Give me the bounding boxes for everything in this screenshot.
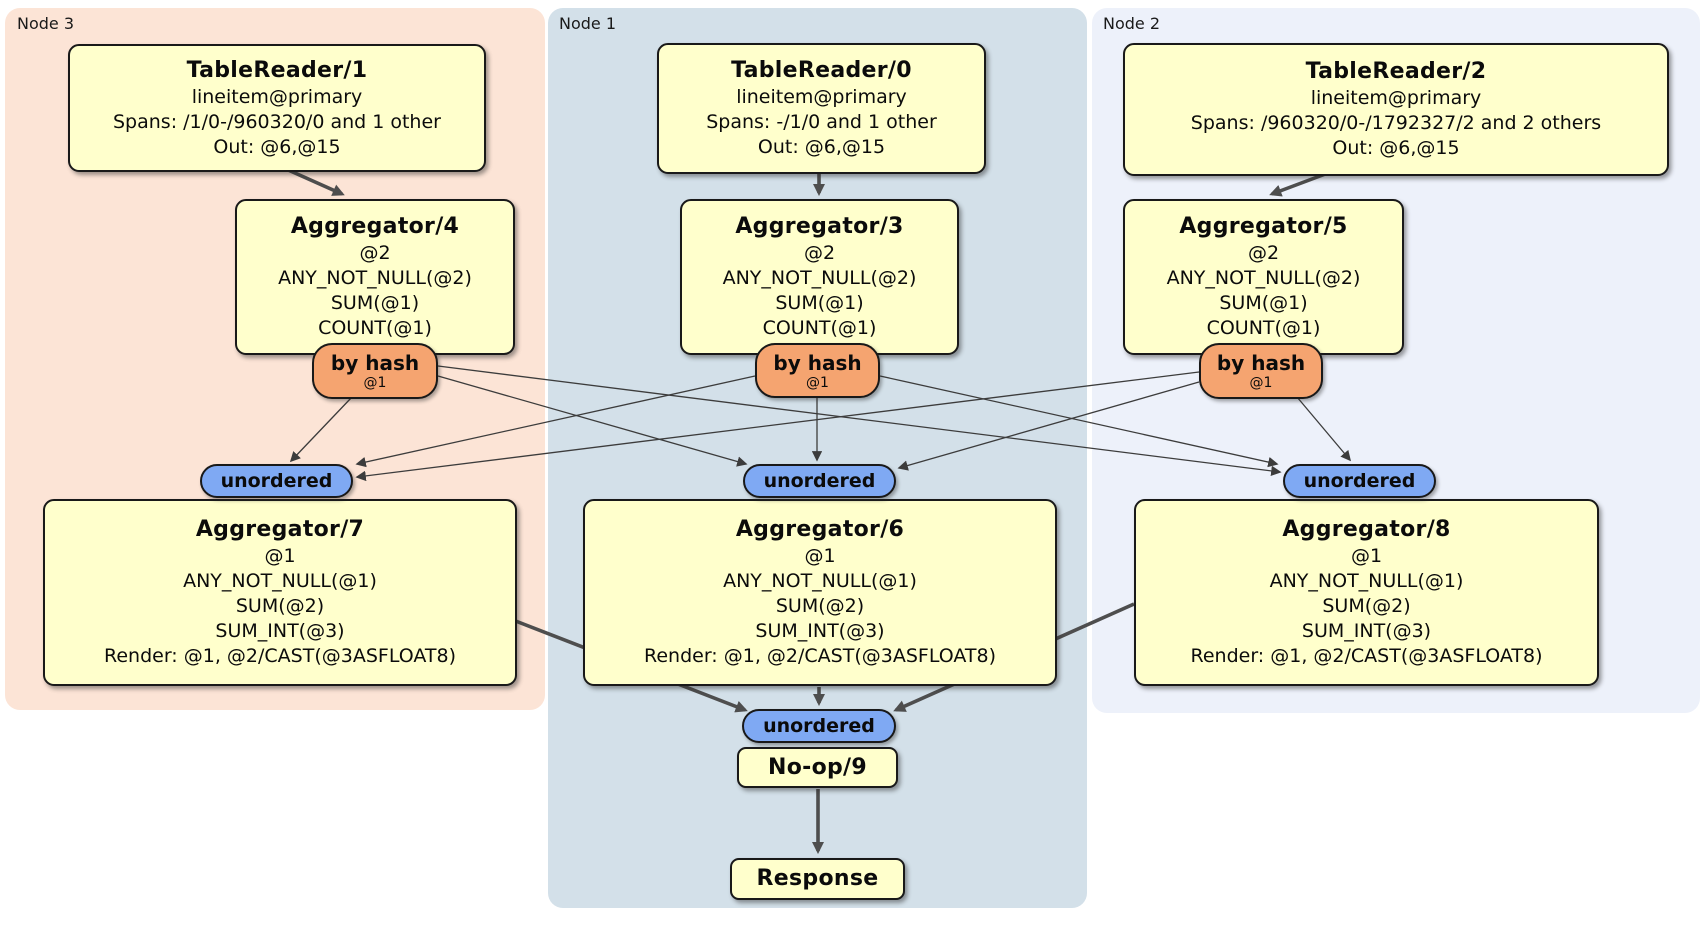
- processor-aggregator-4: Aggregator/4 @2 ANY_NOT_NULL(@2) SUM(@1)…: [235, 199, 515, 355]
- processor-tablereader-0: TableReader/0 lineitem@primary Spans: -/…: [657, 43, 986, 174]
- processor-line: SUM_INT(@3): [215, 620, 345, 642]
- processor-line: ANY_NOT_NULL(@2): [722, 267, 917, 289]
- processor-line: Spans: /1/0-/960320/0 and 1 other: [113, 110, 441, 133]
- processor-line: SUM(@1): [330, 292, 420, 314]
- processor-line: Spans: -/1/0 and 1 other: [706, 111, 937, 133]
- processor-line: COUNT(@1): [762, 317, 877, 339]
- processor-title: Aggregator/4: [290, 214, 460, 239]
- unordered-label: unordered: [1303, 470, 1416, 492]
- processor-line: ANY_NOT_NULL(@1): [183, 570, 377, 592]
- processor-line: @1: [264, 545, 296, 567]
- processor-line: ANY_NOT_NULL(@1): [1269, 570, 1464, 592]
- group-label-node1: Node 1: [559, 14, 617, 33]
- by-hash-key: @1: [363, 375, 387, 391]
- edge-hash3-unordered3: [289, 396, 353, 463]
- router-by-hash-node2: by hash @1: [1199, 343, 1323, 399]
- processor-line: @1: [804, 545, 836, 567]
- edge-hash3-unordered2: [437, 365, 1282, 477]
- processor-line: SUM(@1): [1219, 292, 1308, 314]
- processor-line: Render: @1, @2/CAST(@3ASFLOAT8): [644, 645, 996, 667]
- processor-noop-9: No-op/9: [737, 747, 898, 788]
- processor-line: Render: @1, @2/CAST(@3ASFLOAT8): [104, 645, 456, 667]
- processor-line: lineitem@primary: [736, 86, 907, 108]
- edge-tablereader2-aggregator5: [1269, 171, 1329, 197]
- by-hash-key: @1: [806, 374, 829, 391]
- edge-hash2-unordered1: [897, 381, 1200, 471]
- processor-line: COUNT(@1): [318, 317, 432, 339]
- processor-title: TableReader/0: [731, 58, 912, 83]
- unordered-label: unordered: [763, 715, 875, 737]
- processor-line: @2: [359, 242, 391, 264]
- processor-aggregator-6: Aggregator/6 @1 ANY_NOT_NULL(@1) SUM(@2)…: [583, 499, 1057, 686]
- sync-unordered-node3: unordered: [200, 464, 353, 498]
- processor-aggregator-3: Aggregator/3 @2 ANY_NOT_NULL(@2) SUM(@1)…: [680, 199, 959, 355]
- processor-aggregator-7: Aggregator/7 @1 ANY_NOT_NULL(@1) SUM(@2)…: [43, 499, 517, 686]
- processor-title: Aggregator/5: [1179, 214, 1348, 239]
- processor-title: TableReader/2: [1305, 59, 1487, 84]
- processor-title: Response: [756, 866, 879, 891]
- processor-line: Out: @6,@15: [757, 136, 886, 158]
- processor-title: TableReader/1: [186, 57, 368, 83]
- processor-line: Out: @6,@15: [1332, 137, 1460, 159]
- router-by-hash-node1: by hash @1: [755, 343, 880, 398]
- edge-hash3-unordered1: [437, 375, 748, 467]
- processor-line: SUM_INT(@3): [755, 620, 885, 642]
- processor-title: Aggregator/8: [1282, 517, 1451, 542]
- by-hash-label: by hash: [773, 350, 862, 375]
- processor-line: ANY_NOT_NULL(@2): [1166, 267, 1361, 289]
- edge-hash2-unordered2: [1296, 396, 1352, 462]
- processor-tablereader-1: TableReader/1 lineitem@primary Spans: /1…: [68, 44, 486, 172]
- edge-hash1-unordered2: [879, 375, 1279, 468]
- edge-hash1-unordered3: [355, 375, 756, 468]
- processor-aggregator-8: Aggregator/8 @1 ANY_NOT_NULL(@1) SUM(@2)…: [1134, 499, 1599, 686]
- router-stream-edges: [289, 365, 1352, 482]
- unordered-label: unordered: [763, 470, 876, 492]
- processor-line: COUNT(@1): [1206, 317, 1321, 339]
- router-by-hash-node3: by hash @1: [312, 343, 438, 399]
- processor-line: SUM(@2): [235, 595, 325, 617]
- processor-title: Aggregator/6: [735, 517, 905, 542]
- processor-title: No-op/9: [768, 754, 867, 780]
- processor-line: SUM(@2): [1322, 595, 1411, 617]
- edge-hash2-unordered3: [355, 371, 1200, 482]
- processor-tablereader-2: TableReader/2 lineitem@primary Spans: /9…: [1123, 43, 1669, 176]
- processor-line: Render: @1, @2/CAST(@3ASFLOAT8): [1190, 645, 1543, 667]
- processor-line: Out: @6,@15: [213, 135, 341, 158]
- processor-line: @2: [1247, 242, 1280, 264]
- processor-line: lineitem@primary: [191, 85, 363, 108]
- processor-line: @1: [1350, 545, 1383, 567]
- processor-aggregator-5: Aggregator/5 @2 ANY_NOT_NULL(@2) SUM(@1)…: [1123, 199, 1404, 355]
- sync-unordered-final: unordered: [742, 709, 896, 743]
- by-hash-label: by hash: [330, 351, 420, 375]
- group-label-node3: Node 3: [17, 14, 75, 33]
- processor-line: SUM(@2): [775, 595, 865, 617]
- group-label-node2: Node 2: [1103, 14, 1161, 33]
- processor-title: Aggregator/7: [195, 517, 365, 542]
- sync-unordered-node2: unordered: [1283, 464, 1436, 498]
- by-hash-label: by hash: [1216, 351, 1306, 375]
- by-hash-key: @1: [1249, 375, 1273, 391]
- processor-line: @2: [803, 242, 836, 264]
- processor-line: lineitem@primary: [1310, 87, 1482, 109]
- processor-line: SUM_INT(@3): [1301, 620, 1432, 642]
- processor-line: ANY_NOT_NULL(@1): [723, 570, 917, 592]
- processor-line: SUM(@1): [775, 292, 864, 314]
- processor-response: Response: [730, 858, 905, 900]
- processor-line: Spans: /960320/0-/1792327/2 and 2 others: [1190, 112, 1602, 134]
- sync-unordered-node1: unordered: [743, 464, 896, 498]
- unordered-label: unordered: [220, 470, 333, 492]
- processor-line: ANY_NOT_NULL(@2): [278, 267, 472, 289]
- edge-tablereader1-aggregator4: [285, 167, 345, 196]
- processor-title: Aggregator/3: [735, 214, 904, 239]
